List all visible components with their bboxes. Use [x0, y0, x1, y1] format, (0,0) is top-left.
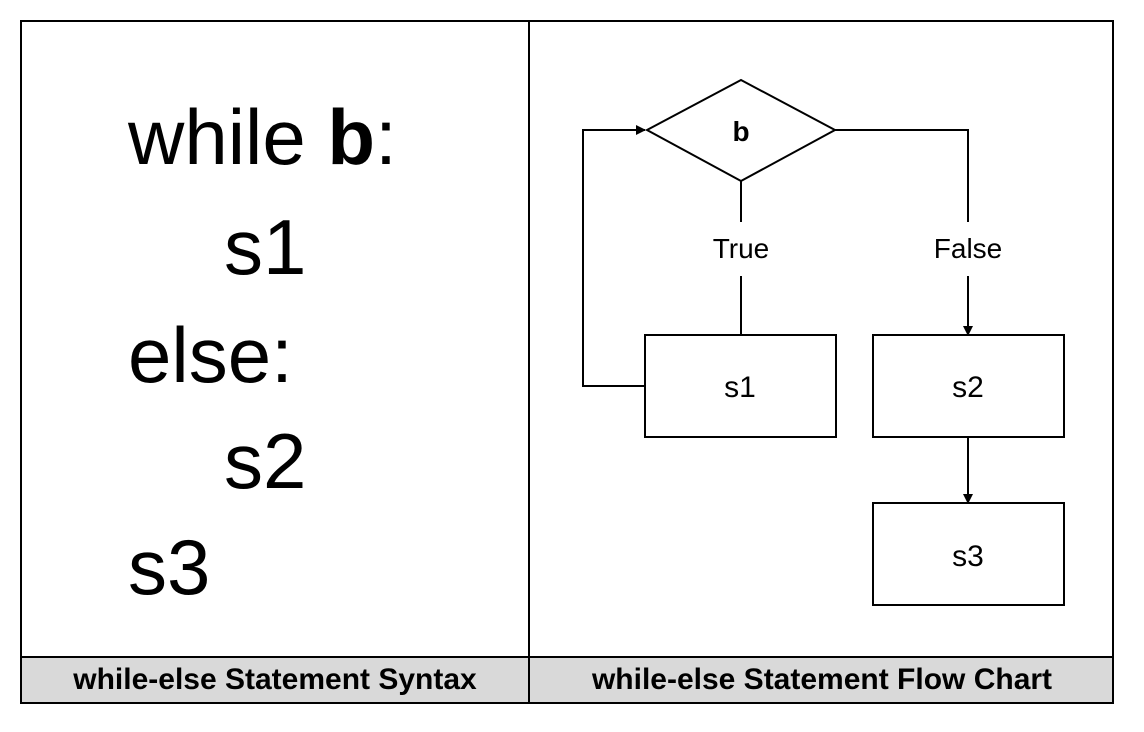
box-s1-label: s1 — [724, 371, 756, 404]
while-colon: : — [375, 93, 397, 181]
false-branch-line-top — [835, 129, 969, 222]
caption-right: while-else Statement Flow Chart — [591, 663, 1053, 696]
true-label: True — [713, 233, 770, 264]
panel-divider — [528, 20, 530, 704]
while-keyword: while — [128, 93, 328, 181]
caption-left: while-else Statement Syntax — [73, 663, 477, 696]
caption-divider — [528, 656, 530, 704]
false-label: False — [934, 233, 1002, 264]
box-s2 — [872, 334, 1065, 438]
code-line-while: while b: — [128, 98, 397, 176]
caption-bar — [20, 656, 1114, 704]
code-line-s1: s1 — [224, 203, 307, 291]
box-s3 — [872, 502, 1065, 606]
code-line-s3: s3 — [128, 523, 211, 611]
box-s1 — [644, 334, 837, 438]
box-s2-label: s2 — [952, 371, 984, 404]
box-s3-label: s3 — [952, 540, 984, 573]
code-line-else: else: — [128, 311, 293, 399]
code-line-s2: s2 — [224, 417, 307, 505]
decision-label: b — [732, 116, 749, 147]
loop-back-arrow — [582, 125, 646, 387]
while-condition: b — [327, 93, 376, 181]
